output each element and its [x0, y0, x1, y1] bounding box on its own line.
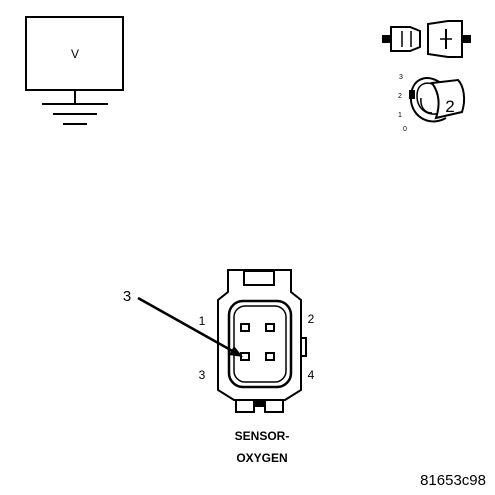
voltmeter-symbol: V: [25, 16, 124, 125]
connector-pin-2: [265, 323, 275, 332]
ignition-step-number: 2: [445, 97, 454, 116]
ignition-position-2: 2: [398, 93, 402, 100]
connector-pin-1: [240, 323, 250, 332]
ignition-key-icon: 3 2 1 0 2: [398, 74, 466, 133]
ground-icon: [42, 103, 108, 125]
ignition-position-1: 1: [398, 112, 402, 119]
oxygen-sensor-connector: [217, 269, 307, 413]
ignition-position-3: 3: [399, 74, 403, 81]
voltmeter-label: V: [71, 47, 79, 61]
figure-code: 81653c98: [420, 472, 486, 489]
disconnect-connector-icon: [382, 20, 471, 58]
connector-name-line2: OXYGEN: [236, 451, 287, 465]
connector-pin-4: [265, 352, 275, 361]
pin-label-2: 2: [308, 312, 315, 326]
callout-arrow: [137, 296, 243, 357]
ignition-position-0: 0: [403, 126, 407, 133]
pin-label-3: 3: [199, 368, 206, 382]
callout-number: 3: [123, 288, 131, 305]
pin-label-1: 1: [199, 314, 206, 328]
pin-label-4: 4: [308, 368, 315, 382]
connector-name-line1: SENSOR-: [235, 429, 290, 443]
